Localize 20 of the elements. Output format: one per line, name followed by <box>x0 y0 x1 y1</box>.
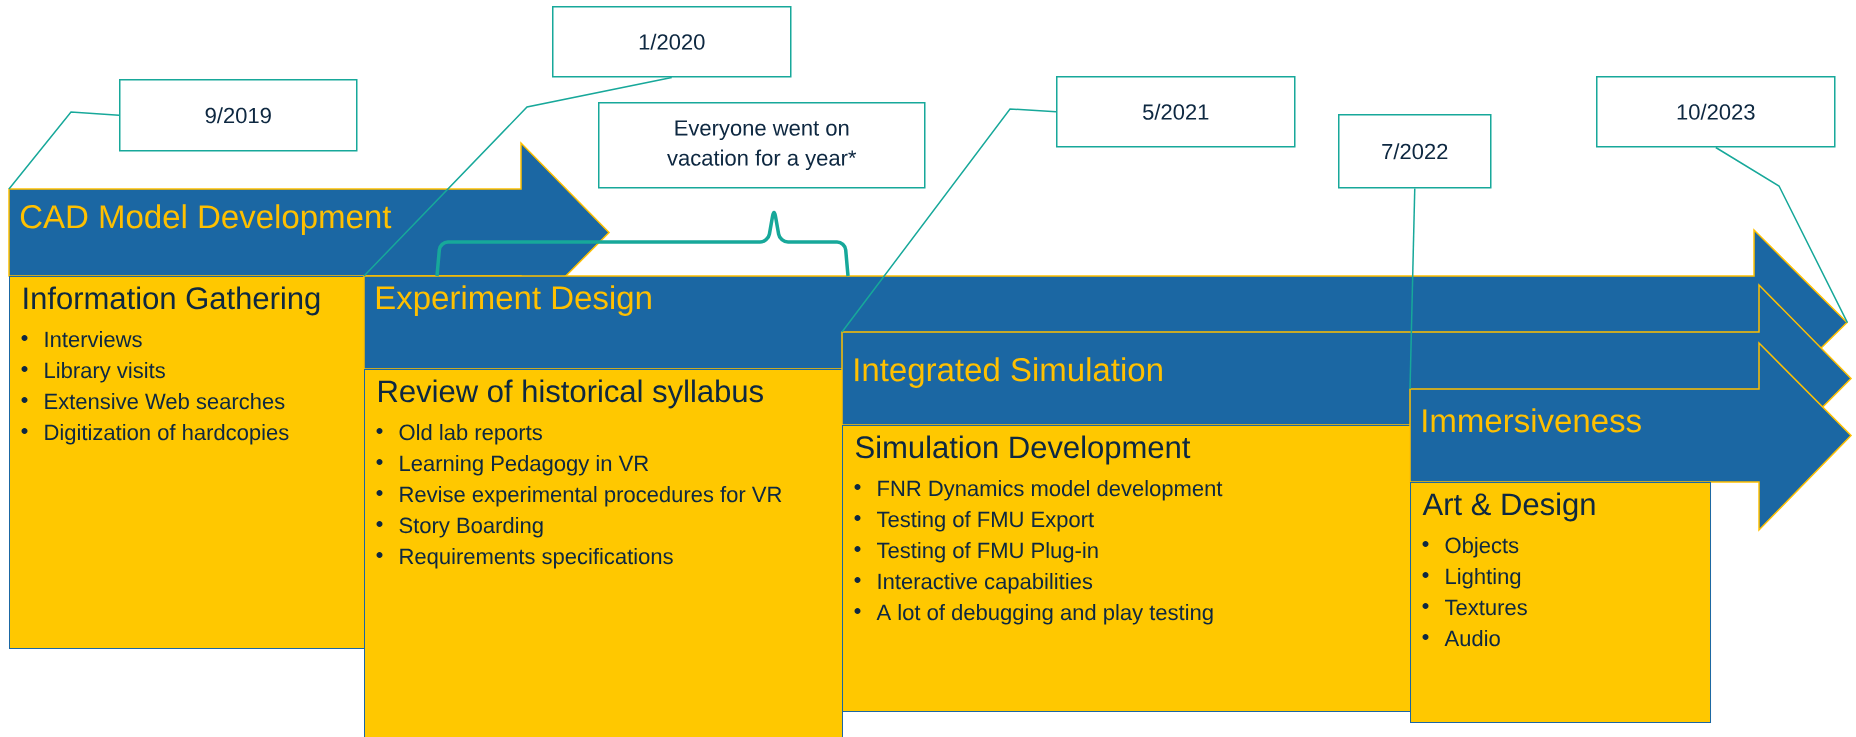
date-box: 7/2022 <box>1338 114 1492 189</box>
task-box: Review of historical syllabus Old lab reports Learning Pedagogy in VR Revise experimental procedures for VR Story Boarding Requirements specifications <box>364 369 843 737</box>
date-box: Everyone went on vacation for a year* <box>598 102 926 189</box>
leader-line <box>1409 187 1416 390</box>
date-box: 10/2023 <box>1596 76 1836 148</box>
node-label: Story Boarding <box>399 517 543 538</box>
node-label: Revise experimental procedures for VR <box>400 486 782 507</box>
leader-line <box>1715 146 1849 324</box>
date-box: 9/2019 <box>119 79 358 152</box>
node-label: Review of historical syllabus <box>379 379 763 409</box>
date-box: 5/2021 <box>1056 76 1296 148</box>
leader-line <box>8 111 120 190</box>
node-label: Integrated Simulation <box>855 357 1162 388</box>
task-box: Art & Design Objects Lighting Textures Audio <box>1410 482 1711 723</box>
date-box: 1/2020 <box>552 6 792 78</box>
node-label: Requirements specifications <box>400 548 673 569</box>
leader-line <box>841 108 1057 333</box>
node-label: Old lab reports <box>399 424 542 445</box>
node-label: Learning Pedagogy in VR <box>400 455 649 476</box>
task-box: Information Gathering Interviews Library visits Extensive Web searches Digitization of hardcopies <box>9 276 365 649</box>
